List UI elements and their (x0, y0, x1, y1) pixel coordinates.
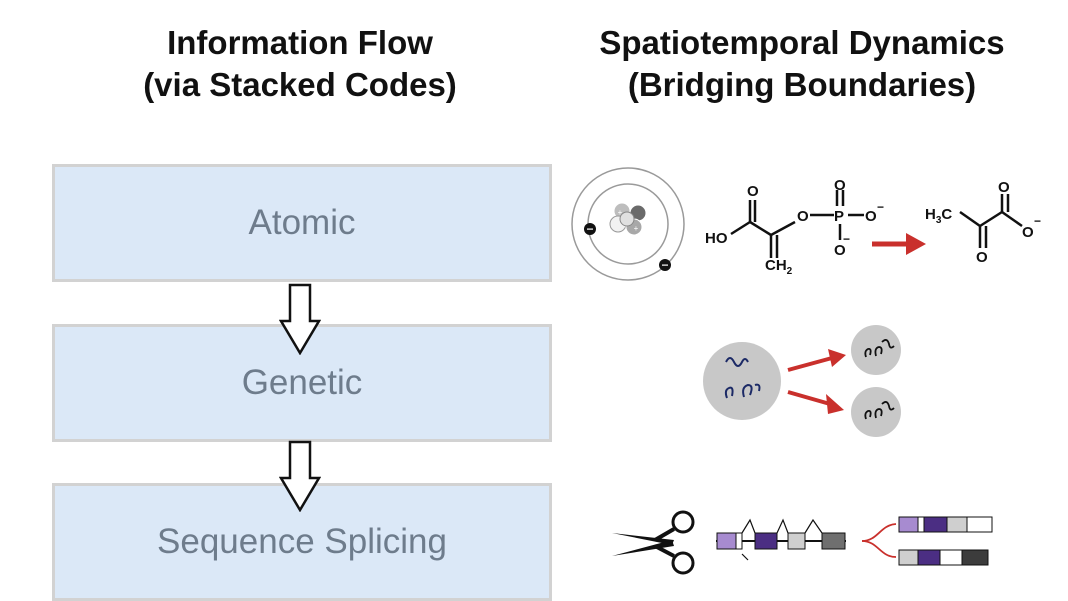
level-label-splicing: Sequence Splicing (157, 522, 447, 561)
level-label-genetic: Genetic (241, 363, 363, 402)
atom-icon: + + (571, 167, 685, 281)
svg-text:+: + (618, 208, 623, 217)
pyruvate-structure (959, 194, 1023, 248)
pyruvate-h3c-c: C (941, 206, 952, 223)
cell-division-icon (703, 325, 901, 437)
spatiotemporal-heading-line1: Spatiotemporal Dynamics (599, 24, 1005, 61)
pyruvate-top-o-label: O (998, 179, 1010, 196)
pep-carbonyl-o-label: O (747, 183, 759, 200)
information-flow-heading-line2: (via Stacked Codes) (143, 66, 457, 103)
pep-ch2-label: CH2 (765, 257, 793, 277)
level-box-atomic: Atomic (52, 164, 552, 282)
reaction-arrow-icon (872, 233, 926, 255)
pyruvate-right-charge: − (1034, 214, 1041, 228)
information-flow-heading: Information Flow (via Stacked Codes) (90, 22, 510, 106)
down-arrow-icon (279, 283, 321, 355)
pep-top-o-label: O (834, 177, 846, 194)
pep-bridge-o-label: O (797, 208, 809, 225)
scissors-icon (612, 510, 695, 575)
pyruvate-labels: H3C O O − O (925, 179, 1041, 266)
phosphoenolpyruvate-structure (730, 190, 864, 258)
pyruvate-h3c-sub: 3 (936, 215, 942, 226)
pep-bottom-o-label: O (834, 242, 846, 259)
pep-ch2-sub: 2 (787, 266, 793, 277)
pep-right-charge: − (877, 200, 884, 214)
spatiotemporal-heading: Spatiotemporal Dynamics (Bridging Bounda… (552, 22, 1052, 106)
pep-ho-label: HO (705, 230, 728, 247)
svg-text:+: + (634, 224, 639, 233)
pyruvate-h3c-h: H (925, 206, 936, 223)
pyruvate-bottom-o-label: O (976, 249, 988, 266)
pyruvate-h3c-label: H3C (925, 206, 952, 226)
splicing-diagram-icon (716, 516, 993, 566)
level-label-atomic: Atomic (248, 203, 356, 242)
pep-right-o-label: O (865, 208, 877, 225)
pep-ch2-main: CH (765, 257, 787, 274)
pyruvate-right-o-label: O (1022, 224, 1034, 241)
illustrations-canvas: + + HO O CH2 O P O O − O − (571, 167, 1041, 575)
information-flow-heading-line1: Information Flow (167, 24, 433, 61)
pep-p-label: P (834, 208, 844, 225)
spatiotemporal-heading-line2: (Bridging Boundaries) (627, 66, 977, 103)
pep-bottom-charge: − (843, 232, 850, 246)
down-arrow-icon (279, 440, 321, 512)
phosphoenolpyruvate-labels: HO O CH2 O P O O − O − (705, 177, 884, 277)
